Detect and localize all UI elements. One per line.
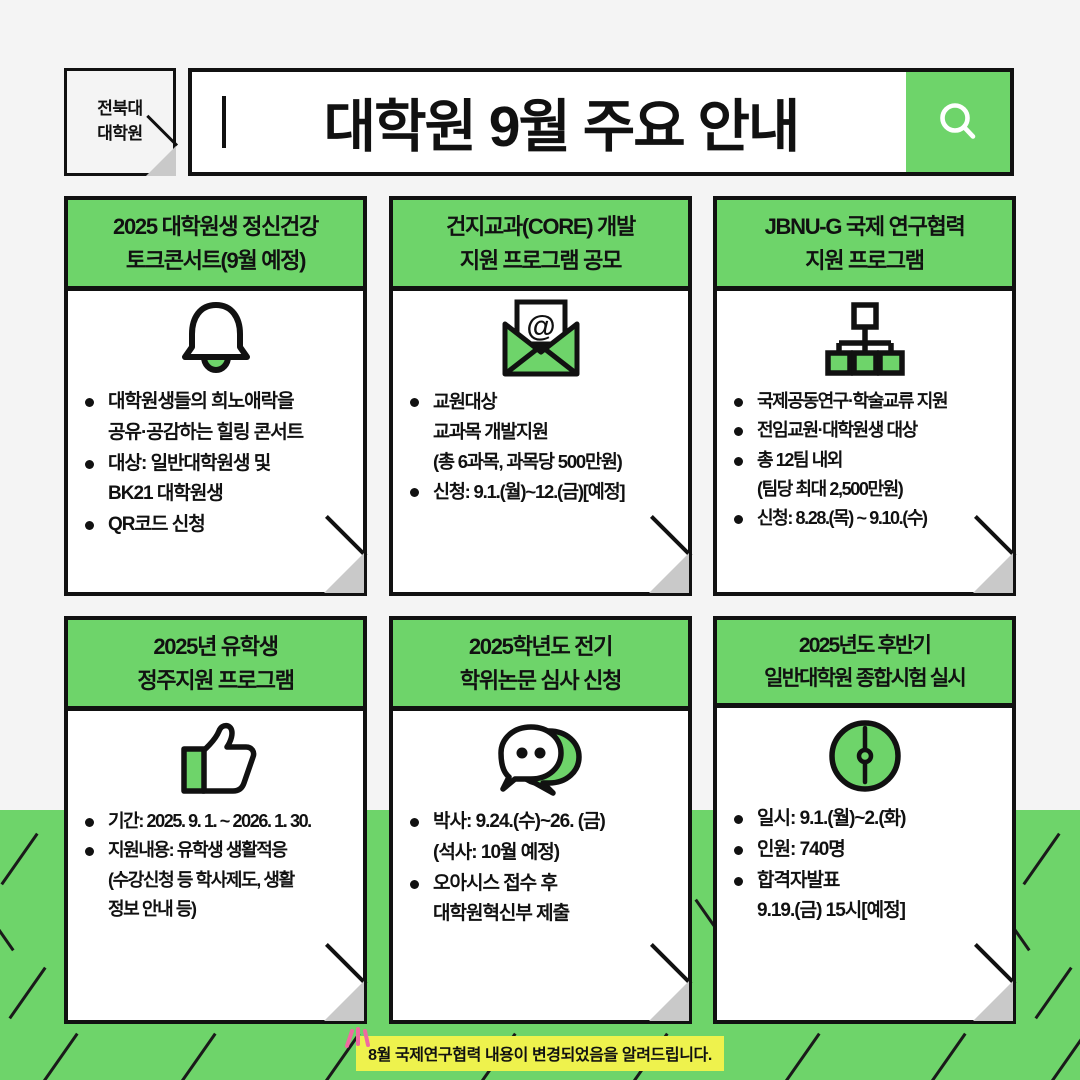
card-bullet-list: 국제공동연구·학술교류 지원 전임교원·대학원생 대상 총 12팀 내외 (팀당… xyxy=(729,387,998,533)
list-item: 합격자발표 xyxy=(729,866,998,897)
card-title-line2: 일반대학원 종합시험 실시 xyxy=(764,666,967,690)
card-title-line1: 건지교과(CORE) 개발 xyxy=(446,214,636,239)
list-item: 신청: 8.28.(목) ~ 9.10.(수) xyxy=(729,504,998,533)
list-item: 지원내용: 유학생 생활적응 xyxy=(80,836,349,865)
list-item: 대상: 일반대학원생 및 xyxy=(80,449,349,480)
card-icon-slot xyxy=(68,711,363,807)
card-title-line1: 2025년 유학생 xyxy=(153,634,279,659)
card-title-line1: 2025 대학원생 정신건강 xyxy=(113,214,319,239)
card-header: 2025학년도 전기 학위논문 심사 신청 xyxy=(393,620,688,712)
search-icon xyxy=(940,103,976,139)
card-header: JBNU-G 국제 연구협력 지원 프로그램 xyxy=(717,200,1012,292)
card-body: 국제공동연구·학술교류 지원 전임교원·대학원생 대상 총 12팀 내외 (팀당… xyxy=(717,387,1012,592)
list-item: (석사: 10월 예정) xyxy=(433,841,560,863)
notice-text: 8월 국제연구협력 내용이 변경되었음을 알려드립니다. xyxy=(356,1035,724,1071)
list-item: 총 12팀 내외 xyxy=(729,446,998,475)
thumbs-up-icon xyxy=(180,723,256,794)
card-body: 교원대상 교과목 개발지원 (총 6과목, 과목당 500만원) 신청: 9.1… xyxy=(393,387,688,592)
card-fold-corner xyxy=(324,553,364,593)
card-title-line2: 지원 프로그램 xyxy=(805,248,925,274)
list-item: 전임교원·대학원생 대상 xyxy=(729,416,998,445)
list-item: 대학원생들의 희노애락을 xyxy=(80,387,349,418)
list-item: 9.19.(금) 15시[예정] xyxy=(757,900,906,922)
list-item: 인원: 740명 xyxy=(729,835,998,866)
brand-badge-line1: 전북대 xyxy=(97,99,143,119)
list-item: 교과목 개발지원 xyxy=(433,421,549,443)
list-item: 대학원혁신부 제출 xyxy=(433,903,570,925)
card-icon-slot xyxy=(717,708,1012,804)
list-item: 기간: 2025. 9. 1. ~ 2026. 1. 30. xyxy=(80,807,349,836)
list-item: QR코드 신청 xyxy=(80,510,349,541)
list-item: 오아시스 접수 후 xyxy=(405,869,674,900)
card-header: 2025년도 후반기 일반대학원 종합시험 실시 xyxy=(717,620,1012,709)
search-button[interactable] xyxy=(906,72,1010,172)
list-item: 신청: 9.1.(월)~12.(금)[예정] xyxy=(405,477,674,507)
list-item: 공유·공감하는 힐링 콘서트 xyxy=(108,421,304,443)
card-fold-corner xyxy=(973,981,1013,1021)
bell-icon xyxy=(181,302,250,374)
card-international-student-settlement[interactable]: 2025년 유학생 정주지원 프로그램 기간: 2025. 9. 1. ~ 20… xyxy=(64,616,368,1024)
page-header: 전북대 대학원 대학원 9월 주요 안내 xyxy=(0,0,1080,190)
card-body: 일시: 9.1.(월)~2.(화) 인원: 740명 합격자발표 9.19.(금… xyxy=(717,804,1012,1020)
card-body: 박사: 9.24.(수)~26. (금) (석사: 10월 예정) 오아시스 접… xyxy=(393,807,688,1020)
brand-badge-fold-corner xyxy=(146,146,176,176)
card-fold-corner xyxy=(649,981,689,1021)
card-title-line1: 2025학년도 전기 xyxy=(468,634,614,659)
notice-bar: 8월 국제연구협력 내용이 변경되었음을 알려드립니다. xyxy=(0,1035,1080,1071)
card-bullet-list: 대학원생들의 희노애락을 공유·공감하는 힐링 콘서트 대상: 일반대학원생 및… xyxy=(80,387,349,541)
list-item: 교원대상 xyxy=(405,387,674,417)
card-bullet-list: 일시: 9.1.(월)~2.(화) 인원: 740명 합격자발표 9.19.(금… xyxy=(729,804,998,927)
card-body: 대학원생들의 희노애락을 공유·공감하는 힐링 콘서트 대상: 일반대학원생 및… xyxy=(68,387,363,592)
title-tick-mark xyxy=(222,96,226,148)
card-header: 2025년 유학생 정주지원 프로그램 xyxy=(68,620,363,712)
card-bullet-list: 박사: 9.24.(수)~26. (금) (석사: 10월 예정) 오아시스 접… xyxy=(405,807,674,930)
card-thesis-review-application[interactable]: 2025학년도 전기 학위논문 심사 신청 박사: 9.24.(수)~26. (… xyxy=(389,616,693,1024)
card-title-line2: 지원 프로그램 공모 xyxy=(459,248,622,274)
svg-text:@: @ xyxy=(526,310,555,343)
page-title: 대학원 9월 주요 안내 xyxy=(323,95,801,159)
card-title-line2: 정주지원 프로그램 xyxy=(137,668,295,694)
card-bullet-list: 교원대상 교과목 개발지원 (총 6과목, 과목당 500만원) 신청: 9.1… xyxy=(405,387,674,507)
card-mental-health-talk-concert[interactable]: 2025 대학원생 정신건강 토크콘서트(9월 예정) 대학원생들의 희노애락을… xyxy=(64,196,368,596)
chat-bubbles-icon xyxy=(497,724,582,796)
card-title-line1: JBNU-G 국제 연구협력 xyxy=(764,214,966,239)
list-item: (총 6과목, 과목당 500만원) xyxy=(433,451,623,473)
envelope-at-icon: @ xyxy=(502,299,579,377)
card-title-line2: 학위논문 심사 신청 xyxy=(459,668,622,694)
brand-badge: 전북대 대학원 xyxy=(64,68,179,176)
list-item: 정보 안내 등) xyxy=(108,898,197,919)
card-icon-slot xyxy=(68,291,363,387)
card-core-curriculum-development[interactable]: 건지교과(CORE) 개발 지원 프로그램 공모 @ 교원대상 교과목 개발지원… xyxy=(389,196,693,596)
card-icon-slot xyxy=(393,711,688,807)
card-title-line2: 토크콘서트(9월 예정) xyxy=(125,248,307,274)
list-item: 일시: 9.1.(월)~2.(화) xyxy=(729,804,998,835)
card-header: 건지교과(CORE) 개발 지원 프로그램 공모 xyxy=(393,200,688,292)
sparkle-icon xyxy=(345,1027,370,1048)
card-jbnu-g-international-research[interactable]: JBNU-G 국제 연구협력 지원 프로그램 국제공동연구·학술교류 지원 전임… xyxy=(713,196,1017,596)
card-icon-slot: @ xyxy=(393,291,688,387)
card-title-line1: 2025년도 후반기 xyxy=(798,634,932,657)
list-item: (수강신청 등 학사제도, 생활 xyxy=(108,869,295,890)
list-item: BK21 대학원생 xyxy=(108,483,224,505)
card-fold-corner xyxy=(324,981,364,1021)
list-item: 박사: 9.24.(수)~26. (금) xyxy=(405,807,674,838)
card-icon-slot xyxy=(717,291,1012,387)
card-comprehensive-exam[interactable]: 2025년도 후반기 일반대학원 종합시험 실시 일시: 9.1.(월)~2.(… xyxy=(713,616,1017,1024)
card-fold-corner xyxy=(973,553,1013,593)
list-item: 국제공동연구·학술교류 지원 xyxy=(729,387,998,416)
clock-icon xyxy=(828,720,901,792)
card-fold-corner xyxy=(649,553,689,593)
title-bar: 대학원 9월 주요 안내 xyxy=(188,68,1014,176)
card-bullet-list: 기간: 2025. 9. 1. ~ 2026. 1. 30. 지원내용: 유학생… xyxy=(80,807,349,924)
card-body: 기간: 2025. 9. 1. ~ 2026. 1. 30. 지원내용: 유학생… xyxy=(68,807,363,1020)
list-item: (팀당 최대 2,500만원) xyxy=(757,478,904,499)
org-chart-icon xyxy=(824,302,905,376)
card-header: 2025 대학원생 정신건강 토크콘서트(9월 예정) xyxy=(68,200,363,292)
brand-badge-line2: 대학원 xyxy=(97,124,143,143)
